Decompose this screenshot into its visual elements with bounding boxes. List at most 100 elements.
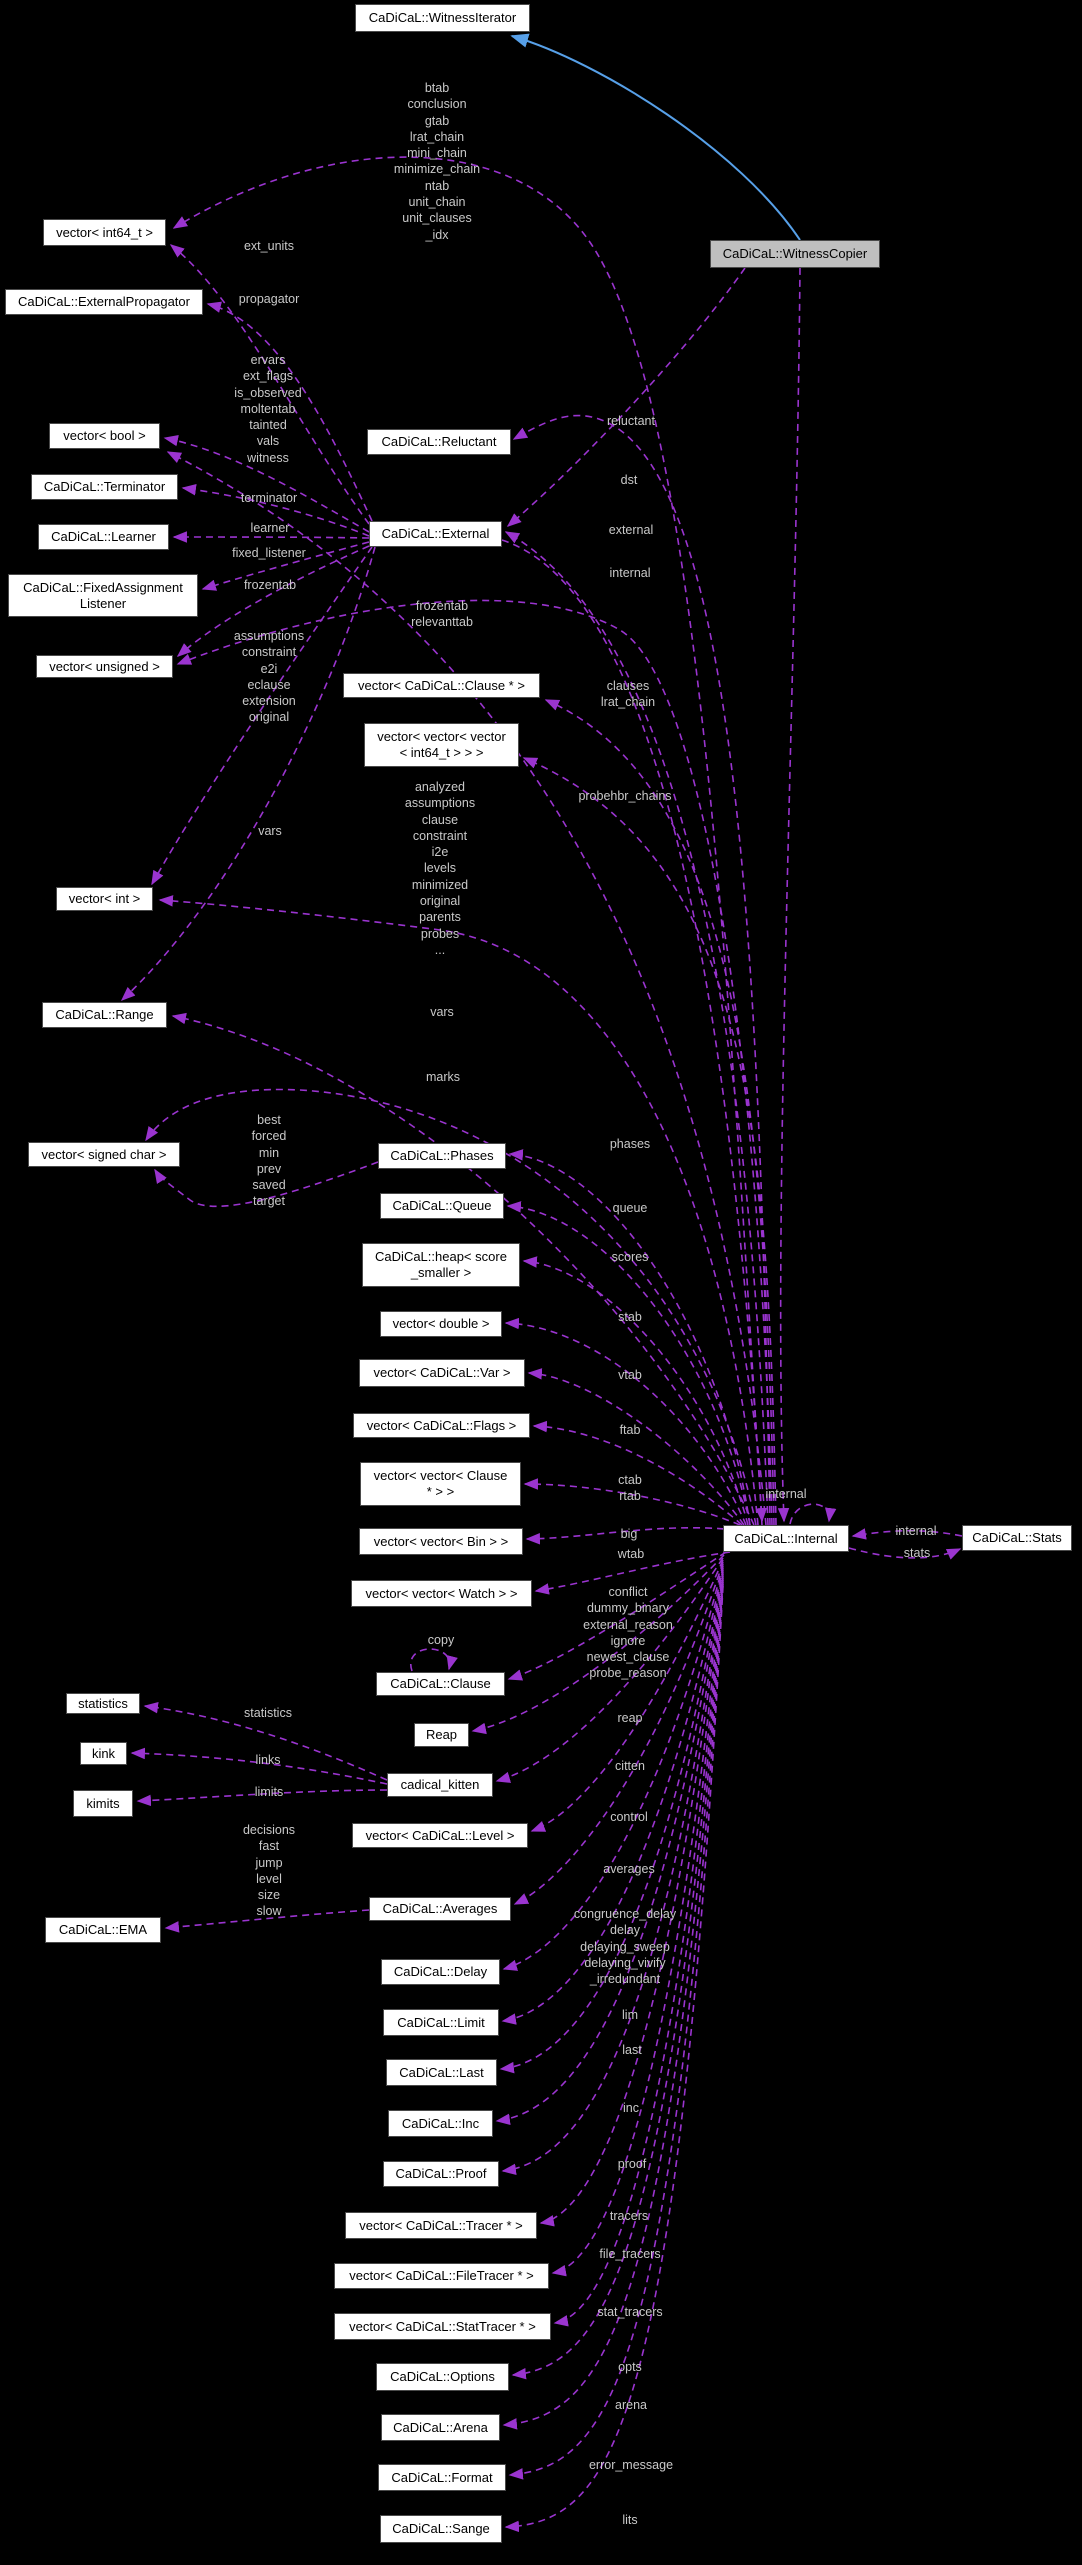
node-vector-signed-char[interactable]: vector< signed char > — [28, 1142, 180, 1167]
edge-statistics — [143, 1701, 388, 1781]
edge-label-frozentab: frozentab — [243, 578, 297, 592]
node-vector-int[interactable]: vector< int > — [56, 887, 153, 911]
edge-ftab — [532, 1420, 743, 1526]
node-learner[interactable]: CaDiCaL::Learner — [38, 524, 169, 550]
edge-frozentab-ext — [176, 545, 370, 657]
node-limit[interactable]: CaDiCaL::Limit — [383, 2009, 499, 2036]
node-clause[interactable]: CaDiCaL::Clause — [376, 1672, 505, 1696]
edge-lits — [504, 1585, 724, 2533]
node-delay[interactable]: CaDiCaL::Delay — [381, 1959, 500, 1985]
node-internal[interactable]: CaDiCaL::Internal — [723, 1525, 849, 1552]
edge-label-ervars-group: ervars ext_flags is_observed moltentab t… — [234, 353, 302, 465]
node-vector-vector-vector-int64[interactable]: vector< vector< vector < int64_t > > > — [364, 723, 519, 767]
node-last[interactable]: CaDiCaL::Last — [386, 2059, 497, 2086]
node-arena[interactable]: CaDiCaL::Arena — [381, 2414, 500, 2441]
node-proof[interactable]: CaDiCaL::Proof — [383, 2161, 499, 2187]
node-inc[interactable]: CaDiCaL::Inc — [388, 2110, 493, 2137]
edge-ctab-rtab — [523, 1478, 741, 1526]
edge-label-limits: limits — [254, 1785, 284, 1799]
node-reluctant[interactable]: CaDiCaL::Reluctant — [367, 429, 511, 455]
edge-label-internal2: internal — [895, 1524, 937, 1538]
edge-label-reluctant: reluctant — [607, 414, 655, 428]
edge-label-arena: arena — [615, 2398, 647, 2412]
edge-label-tracers: tracers — [609, 2209, 649, 2223]
edge-lim — [501, 1565, 724, 2025]
edge-label-reap: reap — [617, 1711, 643, 1725]
node-witness-copier[interactable]: CaDiCaL::WitnessCopier — [710, 240, 880, 268]
edge-label-learner: learner — [250, 521, 290, 535]
node-witness-iterator[interactable]: CaDiCaL::WitnessIterator — [355, 4, 530, 32]
node-options[interactable]: CaDiCaL::Options — [376, 2363, 509, 2391]
edge-proof — [501, 1571, 724, 2176]
node-vector-var[interactable]: vector< CaDiCaL::Var > — [359, 1359, 525, 1387]
node-averages[interactable]: CaDiCaL::Averages — [369, 1897, 511, 1921]
edge-label-probehbr-chains: probehbr_chains — [578, 789, 672, 803]
edge-label-vars: vars — [258, 824, 282, 838]
node-vector-level[interactable]: vector< CaDiCaL::Level > — [352, 1823, 528, 1848]
edge-label-congruence-group: congruence_delay delay delaying_sweep de… — [573, 1907, 677, 1987]
edge-label-decisions-group: decisions fast jump level size slow — [242, 1823, 296, 1919]
node-vector-int64[interactable]: vector< int64_t > — [43, 219, 166, 246]
node-queue[interactable]: CaDiCaL::Queue — [380, 1193, 504, 1219]
node-vector-tracer[interactable]: vector< CaDiCaL::Tracer * > — [345, 2212, 537, 2239]
edge-learner — [172, 531, 370, 543]
edge-opts — [511, 1579, 724, 2380]
edge-label-inc: inc — [623, 2101, 639, 2115]
node-vector-filetracer[interactable]: vector< CaDiCaL::FileTracer * > — [334, 2263, 549, 2289]
node-stats[interactable]: CaDiCaL::Stats — [962, 1525, 1072, 1551]
edge-label-best-group: best forced min prev saved target — [251, 1113, 287, 1209]
edge-label-averages: averages — [603, 1862, 655, 1876]
node-vector-unsigned[interactable]: vector< unsigned > — [36, 655, 173, 678]
node-reap[interactable]: Reap — [414, 1723, 469, 1747]
node-vector-vector-watch[interactable]: vector< vector< Watch > > — [351, 1580, 532, 1607]
node-vector-clause-ptr[interactable]: vector< CaDiCaL::Clause * > — [343, 673, 540, 698]
node-heap-score-smaller[interactable]: CaDiCaL::heap< score _smaller > — [362, 1243, 520, 1287]
node-terminator[interactable]: CaDiCaL::Terminator — [31, 474, 178, 500]
edge-propagator — [206, 301, 373, 522]
edge-label-big: big — [620, 1527, 638, 1541]
node-format[interactable]: CaDiCaL::Format — [378, 2464, 506, 2491]
node-vector-bool[interactable]: vector< bool > — [49, 423, 160, 449]
node-vector-vector-bin[interactable]: vector< vector< Bin > > — [359, 1528, 523, 1555]
node-sange[interactable]: CaDiCaL::Sange — [380, 2515, 502, 2543]
edge-label-last: last — [622, 2043, 642, 2057]
edge-label-ftab: ftab — [619, 1423, 641, 1437]
edge-label-propagator: propagator — [238, 292, 300, 306]
edge-witnesscopier-internal — [777, 267, 801, 1523]
edge-btab — [172, 156, 763, 1526]
node-phases[interactable]: CaDiCaL::Phases — [378, 1143, 506, 1169]
node-vector-double[interactable]: vector< double > — [380, 1311, 502, 1337]
node-cadical-kitten[interactable]: cadical_kitten — [387, 1773, 493, 1797]
edge-label-citten: citten — [615, 1759, 645, 1773]
node-range[interactable]: CaDiCaL::Range — [42, 1002, 167, 1028]
edge-label-external: external — [608, 523, 654, 537]
edge-label-fixed-listener: fixed_listener — [232, 546, 306, 560]
edge-label-analyzed-group: analyzed assumptions clause constraint i… — [404, 780, 476, 957]
edge-label-conflict-group: conflict dummy_binary external_reason ig… — [583, 1585, 673, 1681]
edge-label-phases: phases — [609, 1137, 651, 1151]
edge-probehbr-chains — [522, 757, 777, 1526]
edge-label-internal-self: internal — [765, 1487, 807, 1501]
node-external-propagator[interactable]: CaDiCaL::ExternalPropagator — [5, 289, 203, 315]
edge-internal-vecbool — [166, 451, 767, 1526]
edge-control — [530, 1559, 724, 1832]
edge-reluctant — [512, 414, 771, 1526]
node-kink[interactable]: kink — [80, 1742, 127, 1765]
node-fixed-assignment-listener[interactable]: CaDiCaL::FixedAssignment Listener — [8, 574, 198, 617]
edge-best-group — [154, 1161, 379, 1208]
node-ema[interactable]: CaDiCaL::EMA — [45, 1917, 161, 1943]
edge-terminator — [181, 484, 370, 537]
node-kimits[interactable]: kimits — [73, 1790, 133, 1817]
node-vector-vector-clause[interactable]: vector< vector< Clause * > > — [360, 1462, 521, 1506]
edge-label-lits: lits — [622, 2513, 638, 2527]
node-statistics[interactable]: statistics — [66, 1693, 140, 1714]
node-vector-stattracer[interactable]: vector< CaDiCaL::StatTracer * > — [334, 2313, 551, 2340]
edge-label-ext-units: ext_units — [243, 239, 295, 253]
node-vector-flags[interactable]: vector< CaDiCaL::Flags > — [353, 1413, 530, 1438]
edge-label-vars2: vars — [430, 1005, 454, 1019]
node-external[interactable]: CaDiCaL::External — [369, 521, 502, 547]
edge-label-internal: internal — [609, 566, 651, 580]
edge-external — [504, 531, 769, 1526]
edge-label-stat-tracers: stat_tracers — [597, 2305, 663, 2319]
